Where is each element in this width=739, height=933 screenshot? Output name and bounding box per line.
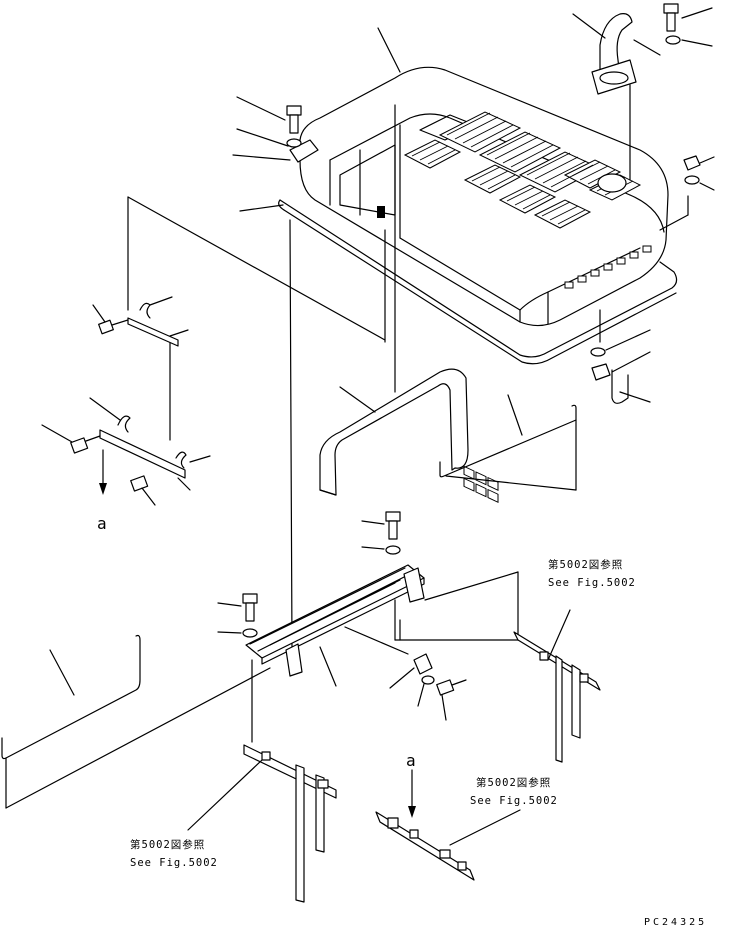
engine-hood [278, 66, 678, 503]
bolt-washer-hood-left [286, 105, 302, 148]
center-plate [245, 564, 425, 687]
exhaust-pipe [591, 13, 637, 95]
fuel-cap-opening [597, 173, 627, 193]
hood-front-vents [463, 245, 652, 503]
leader-lines-top [232, 7, 715, 403]
lower-left-bracket [41, 397, 211, 506]
clip-and-bolt [344, 626, 467, 721]
bolt-center-left [217, 593, 258, 638]
upper-left-bracket [92, 296, 189, 347]
bolt-center-upper [361, 511, 401, 555]
frame-bracket-bottom-right [375, 769, 521, 881]
side-panel-left [1, 634, 271, 809]
ref-jp-bottom-right: 第5002図参照 [476, 776, 551, 789]
hinge-tab [289, 139, 319, 163]
ref-en-bottom-right: See Fig.5002 [470, 795, 558, 807]
nut-washer-right [683, 155, 701, 185]
ref-jp-right: 第5002図参照 [548, 558, 623, 571]
frame-bracket-bottom-left [187, 744, 337, 903]
alignment-lines [127, 104, 401, 743]
drawing-code: PC24325 [644, 917, 707, 928]
marker-a-bottom: a [406, 751, 416, 770]
side-panel-right [439, 394, 577, 491]
ref-en-bottom-left: See Fig.5002 [130, 857, 218, 869]
ref-en-right: See Fig.5002 [548, 577, 636, 589]
bolt-top-right [663, 3, 681, 45]
marker-a-left: a [97, 514, 107, 533]
frame-bracket-right [513, 609, 601, 763]
hood-handle [319, 368, 469, 496]
ref-jp-bottom-left: 第5002図参照 [130, 838, 205, 851]
hood-grille-top [403, 111, 642, 229]
outline-right-box [394, 571, 521, 641]
latch-slot [377, 206, 385, 218]
u-bolt-set [590, 347, 629, 404]
